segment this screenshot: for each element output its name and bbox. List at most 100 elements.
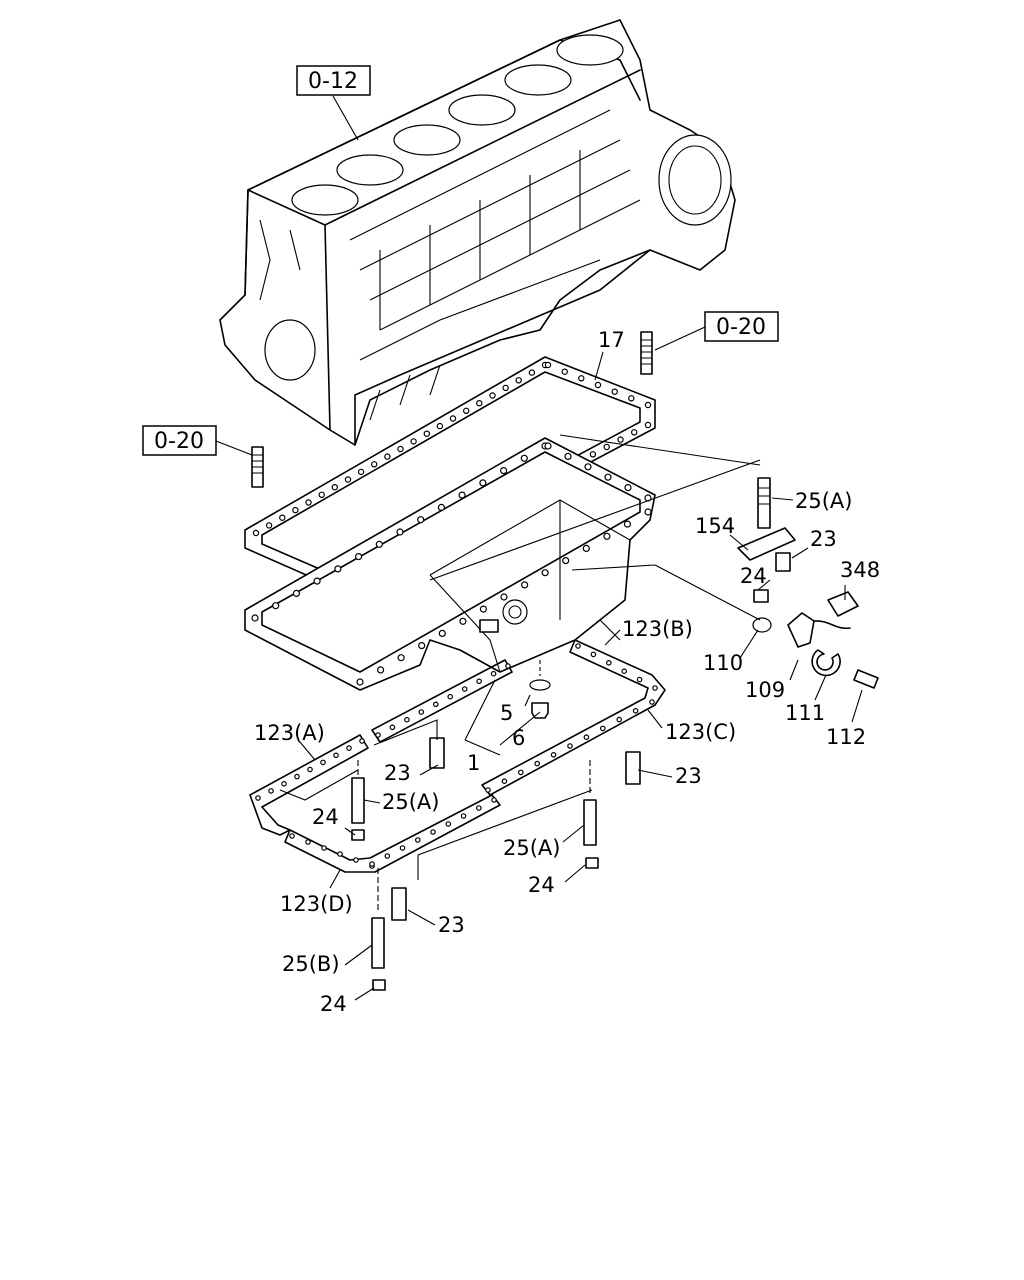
bolt-hole-icon	[272, 602, 280, 610]
bolt-hole-icon	[475, 805, 482, 811]
bolt-hole-icon	[541, 569, 549, 577]
bolt-hole-icon	[624, 484, 632, 492]
ref-box-0-20-right[interactable]: 0-20	[704, 311, 779, 342]
bolt-hole-icon	[377, 666, 385, 674]
label-348: 348	[840, 558, 880, 582]
bolt-hole-icon	[501, 778, 508, 785]
bolt-hole-icon	[489, 392, 496, 399]
bolt-hole-icon	[479, 605, 487, 613]
bolt-hole-icon	[544, 442, 552, 450]
bolt-hole-icon	[397, 445, 404, 453]
label-154: 154	[695, 514, 735, 538]
bolt-hole-icon	[611, 388, 618, 395]
bolt-hole-icon	[517, 769, 524, 776]
bolt-hole-icon	[334, 565, 342, 573]
label-23-bottom: 23	[438, 913, 465, 937]
bolt-hole-icon	[617, 436, 624, 443]
ref-label-dowel-right: 0-20	[716, 315, 766, 340]
bolt-hole-icon	[281, 780, 287, 787]
bolt-hole-icon	[621, 668, 628, 675]
bolt-hole-icon	[313, 577, 321, 585]
bolt-hole-icon	[604, 473, 612, 481]
bolt-hole-icon	[337, 851, 343, 857]
bolt-hole-icon	[417, 516, 425, 524]
label-112: 112	[826, 725, 866, 749]
label-123c: 123(C)	[665, 720, 736, 744]
bolt-hole-icon	[353, 857, 359, 863]
drain-plug-icon	[529, 660, 551, 719]
label-leaders	[299, 351, 863, 1001]
bolt-hole-icon	[599, 725, 606, 732]
bolt-hole-icon	[603, 443, 610, 451]
bolt-hole-icon	[520, 581, 529, 589]
bolt-hole-icon	[623, 520, 632, 528]
bolt-hole-icon	[616, 716, 623, 723]
bolt-hole-icon	[652, 685, 658, 691]
bolt-hole-icon	[418, 641, 426, 650]
bolt-hole-icon	[528, 369, 536, 376]
bolt-hole-icon	[583, 734, 590, 741]
ref-box-0-12[interactable]: 0-12	[296, 65, 371, 96]
leader-lines	[279, 434, 761, 912]
bolt-hole-icon	[255, 795, 261, 801]
label-123d: 123(D)	[280, 892, 353, 916]
bolt-hole-icon	[384, 453, 391, 460]
bolt-hole-icon	[279, 514, 286, 521]
bolt-hole-icon	[321, 845, 327, 851]
bolt-hole-icon	[389, 724, 396, 731]
bolt-hole-icon	[344, 476, 352, 483]
ref-label-dowel-left: 0-20	[154, 429, 204, 454]
bolt-hole-icon	[479, 479, 487, 487]
bolt-hole-icon	[463, 407, 470, 414]
bolt-hole-icon	[603, 532, 611, 540]
bolt-hole-icon	[550, 751, 557, 758]
bolt-hole-icon	[432, 701, 439, 708]
label-123b: 123(B)	[622, 617, 693, 641]
bolt-hole-icon	[632, 707, 639, 714]
bolt-hole-icon	[461, 686, 468, 692]
bolt-hole-icon	[605, 659, 612, 666]
bolt-hole-icon	[449, 415, 457, 422]
oil-level-sensor-group	[752, 591, 879, 689]
bolt-hole-icon	[649, 699, 655, 705]
bolt-hole-icon	[500, 467, 508, 475]
bolt-hole-icon	[520, 454, 528, 462]
bolt-hole-icon	[628, 395, 635, 402]
bolt-hole-icon	[631, 429, 638, 436]
bolt-hole-icon	[644, 421, 652, 429]
bolt-hole-icon	[307, 766, 313, 773]
label-24-bottom: 24	[320, 992, 347, 1016]
label-25b: 25(B)	[282, 952, 340, 976]
bolt-hole-icon	[644, 508, 652, 516]
bolt-hole-icon	[515, 377, 522, 384]
bolt-hole-icon	[384, 853, 391, 859]
bolt-hole-icon	[561, 368, 568, 375]
bolt-hole-icon	[414, 837, 421, 843]
bolt-hole-icon	[320, 759, 326, 766]
bolt-hole-icon	[534, 760, 541, 767]
bolt-hole-icon	[404, 716, 410, 723]
ref-label-block: 0-12	[308, 69, 358, 94]
bolt-hole-icon	[292, 506, 299, 514]
ref-box-0-20-left[interactable]: 0-20	[142, 425, 217, 456]
bolt-hole-icon	[544, 361, 552, 369]
bolt-hole-icon	[445, 821, 452, 827]
label-23-left: 23	[384, 761, 411, 785]
bolt-hole-icon	[575, 643, 581, 649]
bolt-hole-icon	[436, 422, 444, 430]
bolt-hole-icon	[289, 833, 295, 839]
bolt-hole-icon	[476, 678, 482, 685]
bolt-hole-icon	[490, 670, 497, 677]
bolt-hole-icon	[252, 529, 260, 537]
stud-bolt-icon	[351, 737, 641, 991]
bolt-hole-icon	[396, 528, 404, 536]
label-110: 110	[703, 651, 743, 675]
dowel-pin-icon	[640, 331, 653, 375]
bolt-hole-icon	[644, 401, 652, 409]
bolt-hole-icon	[251, 614, 259, 622]
label-24-left: 24	[312, 805, 339, 829]
bolt-hole-icon	[356, 678, 364, 686]
label-23-top: 23	[810, 527, 837, 551]
bolt-hole-icon	[567, 743, 573, 749]
bolt-hole-icon	[590, 651, 597, 658]
